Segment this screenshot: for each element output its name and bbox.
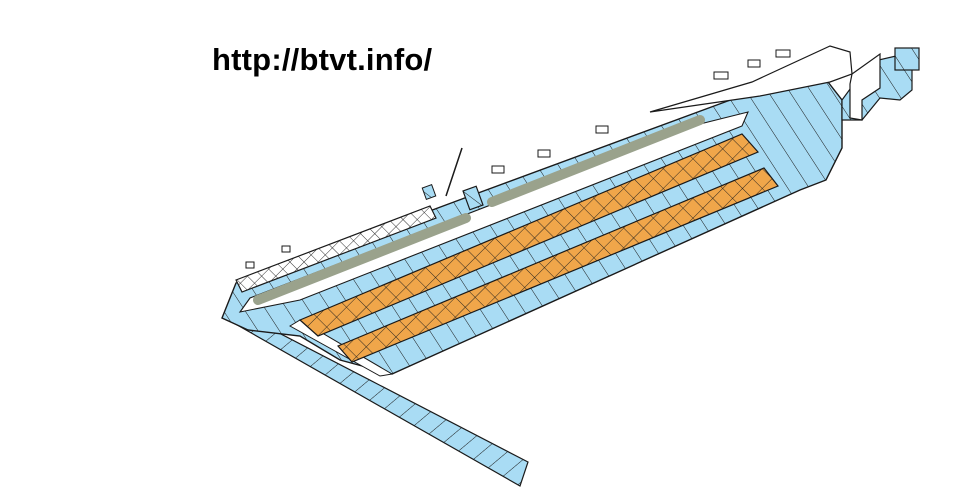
roof-fitting — [747, 59, 761, 68]
composite-layer-upper — [298, 133, 760, 337]
roof-fitting — [595, 125, 609, 134]
spaced-armor-strip — [235, 205, 437, 293]
roof-fitting — [713, 71, 729, 80]
rod-lower — [253, 213, 471, 305]
era-fitting — [245, 261, 255, 269]
roof-fitting — [537, 149, 551, 158]
rod-upper — [487, 115, 705, 207]
turret-side-outline — [849, 52, 881, 121]
turret-ring-block — [894, 47, 920, 71]
roof-fitting — [491, 165, 505, 174]
composite-layer-lower — [336, 167, 779, 363]
left-bracket — [421, 184, 437, 200]
roof-fitting — [775, 49, 791, 58]
era-fitting — [281, 245, 291, 253]
turret-roof-outline — [649, 45, 853, 113]
source-url: http://btvt.info/ — [212, 42, 433, 77]
center-bracket — [462, 185, 484, 211]
antenna — [445, 147, 463, 197]
